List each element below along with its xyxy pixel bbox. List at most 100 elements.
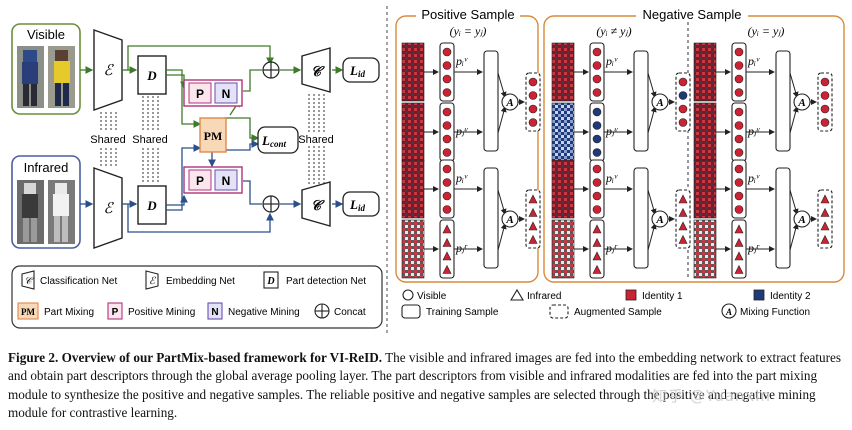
legend-infrared: Infrared — [527, 291, 561, 302]
svg-text:A: A — [655, 97, 663, 109]
positive-sample-title: Positive Sample — [421, 7, 514, 22]
identity2-swatch — [753, 289, 765, 301]
feature-map — [401, 159, 425, 219]
legend-classification: Classification Net — [40, 276, 117, 287]
figure-caption: Figure 2. Overview of our PartMix-based … — [8, 349, 846, 423]
augmented-sample-column — [817, 72, 833, 132]
descriptor-label-j: pⱼᵛ — [747, 124, 760, 138]
legend-identity1: Identity 1 — [642, 291, 683, 302]
pn-block-bottom: P N — [183, 166, 243, 194]
legend-negative-mining: Negative Mining — [228, 307, 300, 318]
loss-id-bottom-text: Lid — [349, 197, 365, 213]
descriptor-label-i: pᵢᵛ — [605, 171, 618, 185]
svg-text:D: D — [266, 276, 274, 287]
loss-id-top-box — [342, 57, 380, 83]
descriptor-label-j: pⱼᵛ — [605, 124, 618, 138]
visible-circle-icon — [402, 289, 414, 301]
part-detection-net-top — [137, 55, 167, 95]
positive-mining-icon — [107, 302, 123, 320]
pm-label: PM — [204, 129, 223, 143]
negative-mining-top: N — [222, 87, 231, 101]
training-sample-box — [633, 50, 649, 152]
caption-lead: Figure 2. Overview of our PartMix-based … — [8, 350, 383, 365]
shared-label-classifier: Shared — [298, 134, 333, 146]
negative-mining-bottom: N — [222, 174, 231, 188]
legend-concat: Concat — [334, 307, 366, 318]
embedding-net-icon — [145, 270, 159, 290]
positive-mining-top: P — [196, 87, 204, 101]
negative-condition-1: (yᵢ ≠ yⱼ) — [596, 24, 631, 38]
positive-mining-bottom: P — [196, 174, 204, 188]
feature-map — [551, 159, 575, 219]
legend-positive-mining: Positive Mining — [128, 307, 195, 318]
caption-body: The visible and infrared images are fed … — [8, 350, 842, 421]
feature-map — [693, 102, 717, 162]
legend-identity2: Identity 2 — [770, 291, 811, 302]
legend-augmented: Augmented Sample — [574, 307, 662, 318]
augmented-sample-column — [675, 189, 691, 249]
training-sample-box — [483, 50, 499, 152]
left-panel: Visible Infrared — [11, 23, 380, 249]
feature-map — [401, 42, 425, 102]
shared-label-detector: Shared — [132, 134, 167, 146]
infrared-stream-arrows — [80, 140, 344, 233]
loss-id-bottom-box — [342, 191, 380, 217]
concat-bottom — [262, 195, 280, 213]
legend-part-mixing: Part Mixing — [44, 307, 94, 318]
feature-map — [551, 42, 575, 102]
shared-label-embedding: Shared — [90, 134, 125, 146]
part-detection-net-bottom — [137, 185, 167, 225]
loss-cont-text: Lcont — [261, 133, 286, 149]
descriptor-label-i: pᵢᵛ — [605, 54, 618, 68]
svg-text:A: A — [505, 97, 513, 109]
loss-cont-box — [257, 126, 299, 154]
feature-map — [693, 159, 717, 219]
legend-embedding: Embedding Net — [166, 276, 235, 287]
descriptor-label-j: pⱼᵛ — [455, 124, 468, 138]
descriptor-label-i: pᵢᵛ — [455, 54, 468, 68]
classification-net-icon — [21, 270, 35, 290]
positive-condition: (yᵢ = yⱼ) — [450, 24, 487, 38]
right-legend: Visible Infrared Identity 1 Identity 2 T… — [401, 288, 811, 319]
training-sample-icon — [401, 304, 421, 319]
svg-text:N: N — [211, 307, 218, 318]
augmented-sample-column — [525, 189, 541, 249]
feature-map — [693, 219, 717, 279]
augmented-sample-column — [525, 72, 541, 132]
legend-part-detection: Part detection Net — [286, 276, 366, 287]
classifier-top — [301, 47, 331, 93]
visible-stream-arrows — [80, 45, 344, 142]
training-sample-box — [483, 167, 499, 269]
svg-text:ℰ: ℰ — [149, 276, 156, 287]
svg-text:𝒞: 𝒞 — [24, 276, 34, 287]
training-sample-box — [775, 167, 791, 269]
infrared-person-images — [17, 180, 75, 244]
loss-id-top-text: Lid — [349, 63, 365, 79]
descriptor-label-i: pᵢᵛ — [747, 54, 760, 68]
left-legend: 𝒞 Classification Net ℰ Embedding Net D P… — [11, 265, 383, 329]
negative-mining-icon — [207, 302, 223, 320]
svg-text:A: A — [505, 214, 513, 226]
part-mixing-icon — [17, 302, 39, 320]
training-sample-box — [633, 167, 649, 269]
mixing-function-icon — [721, 303, 737, 319]
detector-symbol-top: D — [146, 68, 157, 83]
svg-text:A: A — [797, 214, 805, 226]
embedding-symbol-bottom: ℰ — [103, 201, 114, 217]
legend-mixing: Mixing Function — [740, 307, 810, 318]
part-mixing-block — [199, 117, 227, 153]
augmented-sample-column — [675, 72, 691, 132]
negative-sample-title: Negative Sample — [643, 7, 742, 22]
training-sample-box — [775, 50, 791, 152]
descriptor-label-j: pⱼʳ — [747, 241, 760, 255]
svg-text:PM: PM — [21, 307, 35, 317]
descriptor-label-j: pⱼʳ — [455, 241, 468, 255]
part-detection-net-icon — [263, 271, 279, 289]
concat-top — [262, 61, 280, 79]
legend-visible: Visible — [417, 291, 447, 302]
negative-condition-2: (yᵢ = yⱼ) — [748, 24, 785, 38]
svg-text:A: A — [725, 307, 732, 317]
right-panel: Positive Sample Negative Sample (yᵢ = yⱼ… — [395, 7, 845, 283]
embedding-net-bottom — [93, 167, 123, 249]
augmented-sample-column — [817, 189, 833, 249]
